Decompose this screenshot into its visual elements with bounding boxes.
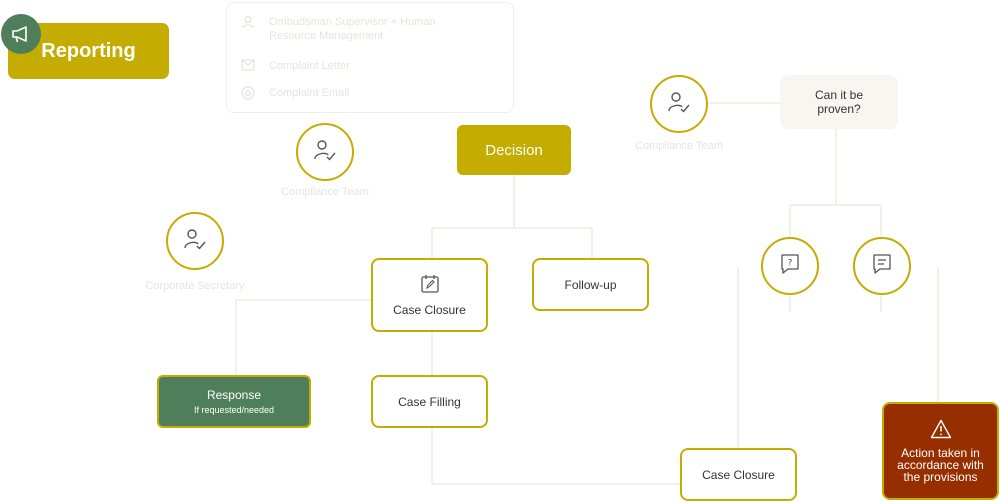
user-check-icon (183, 228, 207, 255)
at-icon (241, 86, 255, 104)
compliance-team-right-avatar (650, 75, 708, 133)
follow-up-node: Follow-up (532, 258, 649, 311)
user-check-icon (667, 91, 691, 118)
decision-label: Decision (485, 141, 543, 159)
response-title: Response (206, 388, 262, 402)
can-it-be-proven-node: Can it be proven? (780, 75, 898, 129)
response-subtitle: If requested/needed (193, 405, 275, 415)
case-closure-bottom-node: Case Closure (680, 448, 797, 501)
message-bubble-icon (871, 253, 893, 280)
compliance-team-left-label: Compliance Team (281, 186, 369, 198)
mail-icon (241, 59, 255, 75)
follow-up-label: Follow-up (564, 277, 617, 292)
can-it-be-proven-label: Can it be proven? (814, 88, 864, 116)
action-taken-label: Action taken in accordance with the prov… (897, 446, 984, 484)
svg-text:?: ? (788, 258, 793, 268)
compliance-team-left-avatar (296, 123, 354, 181)
corporate-secretary-avatar (166, 212, 224, 270)
channels-panel: Ombudsman Supervisor + Human Resource Ma… (226, 2, 514, 113)
message-circle (853, 237, 911, 295)
user-check-icon (313, 139, 337, 166)
channel-item: Ombudsman Supervisor + Human Resource Ma… (241, 15, 469, 43)
reporting-header: Reporting (8, 23, 169, 79)
decision-node: Decision (457, 125, 571, 175)
question-circle: ? (761, 237, 819, 295)
channel-label: Complaint Letter (269, 60, 350, 72)
warning-icon (930, 419, 952, 441)
case-closure-top-node: Case Closure (371, 258, 488, 332)
case-closure-bottom-label: Case Closure (702, 467, 775, 482)
person-icon (241, 15, 255, 33)
channel-item: Complaint Email (241, 86, 349, 104)
question-bubble-icon: ? (779, 253, 801, 280)
response-node: Response If requested/needed (157, 375, 311, 428)
corporate-secretary-label: Corporate Secretary (145, 280, 245, 292)
channel-label: Complaint Email (269, 87, 350, 99)
case-filling-node: Case Filling (371, 375, 488, 428)
channel-label: Ombudsman Supervisor + Human Resource Ma… (269, 16, 436, 42)
compliance-team-right-label: Compliance Team (635, 140, 723, 152)
megaphone-icon (1, 14, 41, 54)
case-filling-label: Case Filling (398, 394, 461, 409)
case-closure-top-label: Case Closure (393, 302, 466, 317)
channel-item: Complaint Letter (241, 59, 350, 75)
reporting-title: Reporting (41, 39, 136, 62)
action-taken-node: Action taken in accordance with the prov… (882, 402, 999, 500)
calendar-edit-icon (420, 274, 440, 297)
